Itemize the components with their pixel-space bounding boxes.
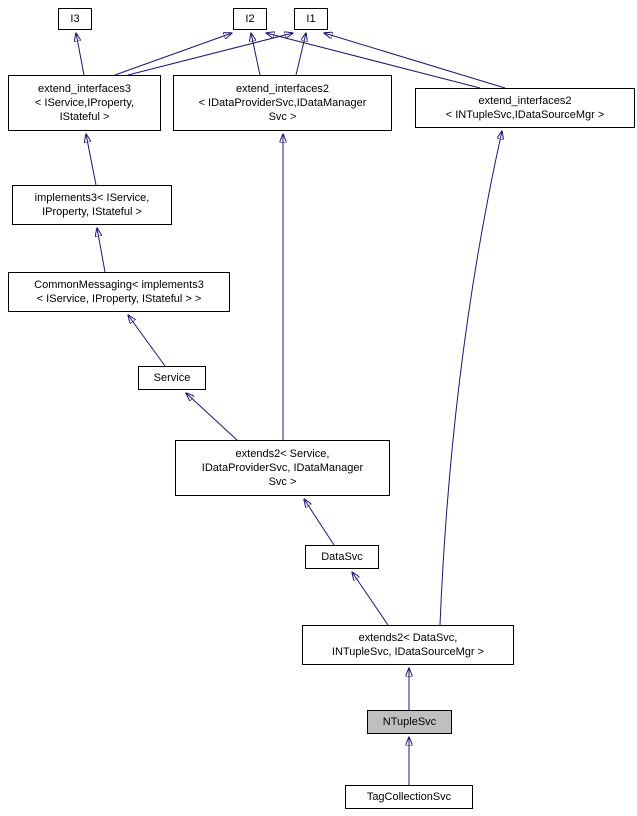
node-extends2-service[interactable]: extends2< Service, IDataProviderSvc, IDa… xyxy=(175,440,390,496)
edge-service-to-common-messaging xyxy=(128,315,166,367)
node-common-messaging[interactable]: CommonMessaging< implements3 < IService,… xyxy=(8,272,230,312)
node-i1[interactable]: I1 xyxy=(294,8,328,30)
edge-common-messaging-to-implements3 xyxy=(97,228,106,273)
node-datasvc[interactable]: DataSvc xyxy=(305,545,379,569)
edge-implements3-to-extend-interfaces3 xyxy=(86,134,97,186)
edge-extend-interfaces2-mid-to-i2 xyxy=(251,33,261,76)
edge-extend-interfaces3-to-i2 xyxy=(114,33,232,76)
edge-extends2-datasvc-to-extend-interfaces2-right xyxy=(439,131,502,626)
node-implements3[interactable]: implements3< IService, IProperty, IState… xyxy=(12,185,172,225)
node-extends2-datasvc[interactable]: extends2< DataSvc, INTupleSvc, IDataSour… xyxy=(302,625,514,665)
node-extend-interfaces3[interactable]: extend_interfaces3 < IService,IProperty,… xyxy=(8,75,161,131)
edge-extend-interfaces3-to-i3 xyxy=(76,33,85,76)
edge-extend-interfaces2-mid-to-i1 xyxy=(295,33,306,76)
node-i3[interactable]: I3 xyxy=(58,8,92,30)
edge-datasvc-to-extends2-service xyxy=(304,499,335,546)
edge-extend-interfaces3-to-i1 xyxy=(127,33,293,76)
node-service[interactable]: Service xyxy=(138,366,206,390)
edge-extends2-service-to-service xyxy=(186,393,238,441)
node-extend-interfaces2-mid[interactable]: extend_interfaces2 < IDataProviderSvc,ID… xyxy=(173,75,392,131)
node-tagcollectionsvc[interactable]: TagCollectionSvc xyxy=(345,785,473,809)
edge-extends2-datasvc-to-datasvc xyxy=(352,572,389,626)
node-i2[interactable]: I2 xyxy=(233,8,267,30)
node-ntuplesvc: NTupleSvc xyxy=(367,710,452,734)
node-extend-interfaces2-right[interactable]: extend_interfaces2 < INTupleSvc,IDataSou… xyxy=(415,88,635,128)
